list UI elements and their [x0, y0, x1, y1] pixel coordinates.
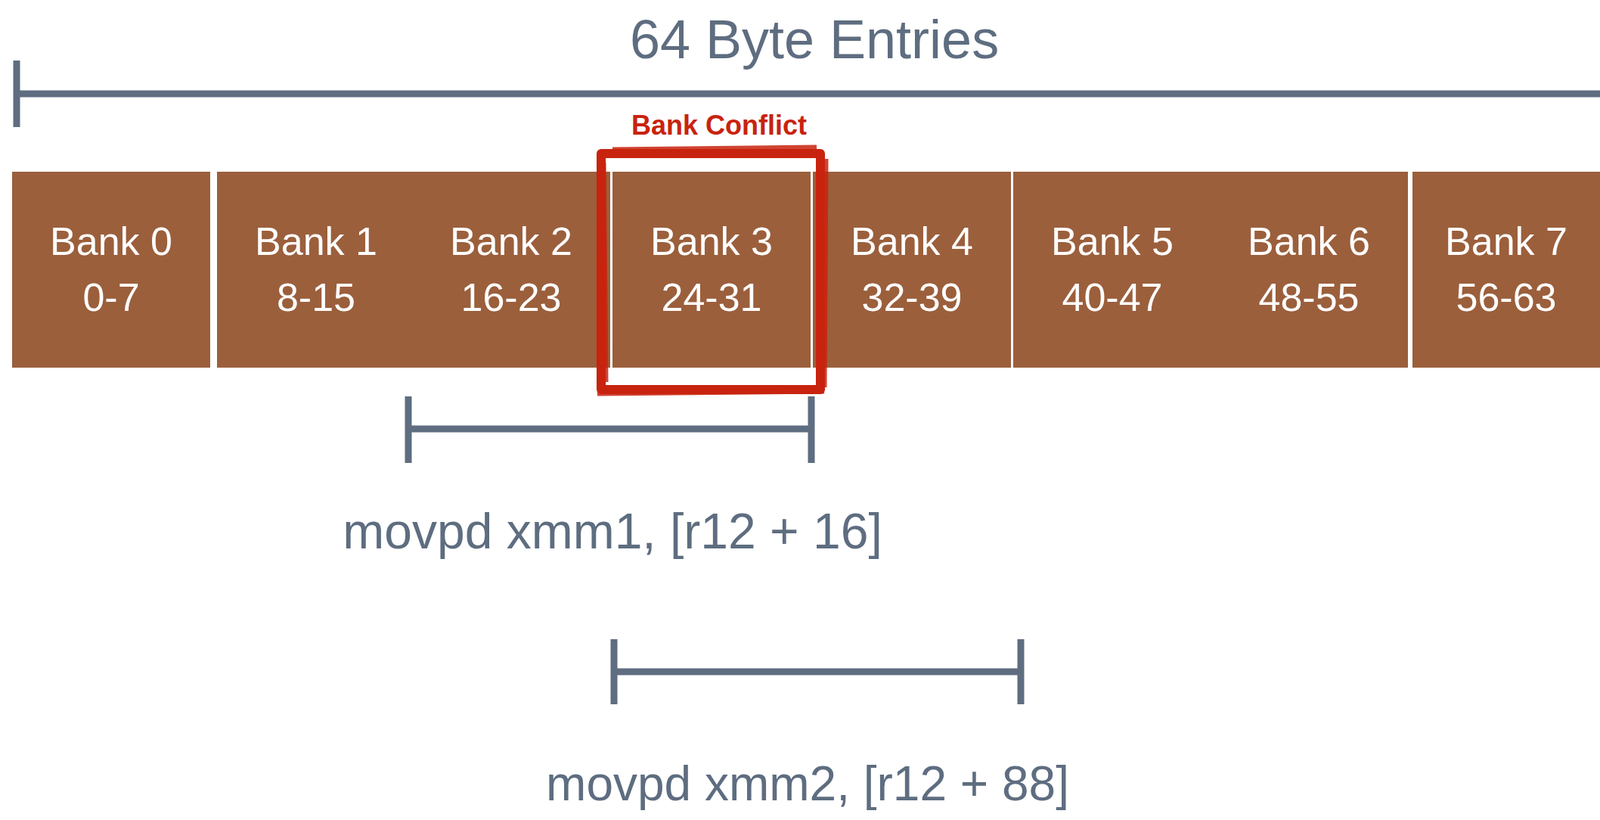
bank-name: Bank 5 [1051, 213, 1174, 270]
bank-name: Bank 0 [49, 213, 173, 270]
byte-range: 48-55 [1258, 269, 1360, 326]
bank-name: Bank 3 [650, 213, 773, 270]
load-bracket-tick [1017, 638, 1025, 704]
byte-range: 56-63 [1456, 269, 1557, 326]
memory-bank: Bank 648-55 [1209, 171, 1408, 368]
entry-bracket [16, 90, 1600, 98]
instruction-label: movpd xmm2, [r12 + 88] [545, 755, 1070, 812]
load-bracket [613, 668, 1021, 676]
memory-bank: Bank 00-7 [12, 171, 211, 368]
byte-range: 40-47 [1062, 269, 1163, 326]
memory-bank: Bank 216-23 [412, 171, 611, 368]
bank-name: Bank 2 [449, 213, 573, 270]
bank-name: Bank 1 [254, 213, 378, 270]
memory-bank: Bank 324-31 [612, 171, 811, 368]
diagram-title: 64 Byte Entries [629, 8, 999, 71]
memory-bank: Bank 756-63 [1412, 171, 1600, 368]
conflict-outline-stroke [597, 147, 826, 394]
byte-range: 8-15 [276, 269, 356, 326]
conflict-outline [601, 153, 821, 390]
memory-bank: Bank 432-39 [812, 171, 1011, 368]
memory-bank: Bank 540-47 [1013, 171, 1212, 368]
entry-bracket-tick [13, 60, 21, 128]
byte-range: 16-23 [461, 269, 562, 326]
byte-range: 32-39 [862, 269, 963, 326]
load-bracket [408, 425, 812, 433]
load-bracket-tick [808, 396, 816, 463]
bank-name: Bank 4 [850, 213, 974, 270]
instruction-label: movpd xmm1, [r12 + 16] [342, 502, 882, 560]
conflict-label: Bank Conflict [631, 109, 807, 142]
load-bracket-tick [405, 396, 413, 463]
byte-range: 0-7 [82, 269, 140, 326]
byte-range: 24-31 [661, 269, 763, 326]
load-bracket-tick [610, 638, 618, 704]
bank-name: Bank 6 [1247, 213, 1371, 270]
bank-name: Bank 7 [1444, 213, 1568, 270]
memory-bank: Bank 18-15 [217, 171, 416, 368]
